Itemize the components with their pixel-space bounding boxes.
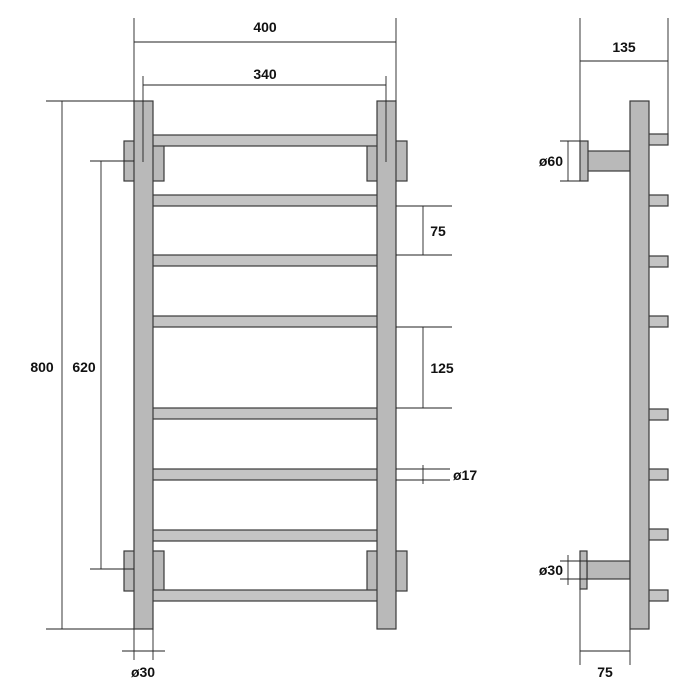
dim-overall-width: 400 (253, 19, 277, 35)
side-bar-stub-2 (647, 194, 669, 207)
side-view (579, 100, 669, 630)
front-dimensions: 400 340 800 620 75 125 ø17 (30, 18, 477, 680)
dim-flange-small: ø30 (539, 562, 563, 578)
dim-axis-height: 620 (72, 359, 96, 375)
dim-axis-width: 340 (253, 66, 277, 82)
crossbar-2 (149, 194, 382, 207)
crossbar-6 (149, 468, 382, 481)
dim-bar-spacing-small: 75 (430, 223, 446, 239)
crossbar-1 (149, 134, 382, 147)
crossbar-5 (149, 407, 382, 420)
side-dimensions: 135 ø60 ø30 75 (539, 18, 669, 680)
crossbar-3 (149, 254, 382, 267)
dim-depth: 135 (612, 39, 636, 55)
side-flange-top (579, 140, 589, 182)
dim-overall-height: 800 (30, 359, 54, 375)
dim-bar-spacing-large: 125 (430, 360, 454, 376)
dim-wall-offset: 75 (597, 664, 613, 680)
side-bracket-bottom (586, 560, 631, 580)
dim-rail-diameter: ø30 (131, 664, 155, 680)
side-flange-bottom (579, 550, 588, 590)
rail-left (133, 100, 154, 630)
dim-flange-large: ø60 (539, 153, 563, 169)
dim-bar-diameter: ø17 (453, 467, 477, 483)
side-rail (629, 100, 650, 630)
side-bar-stub-3 (647, 255, 669, 268)
side-bar-stub-1 (647, 133, 669, 146)
crossbar-8 (149, 589, 382, 602)
side-bar-stub-7 (647, 528, 669, 541)
side-bar-stub-4 (647, 315, 669, 328)
front-view (123, 100, 408, 630)
crossbar-7 (149, 529, 382, 542)
side-bar-stub-8 (647, 589, 669, 602)
side-bar-stub-6 (647, 468, 669, 481)
rail-right (376, 100, 397, 630)
crossbar-4 (149, 315, 382, 328)
side-bracket-top (586, 150, 631, 172)
side-bar-stub-5 (647, 408, 669, 421)
